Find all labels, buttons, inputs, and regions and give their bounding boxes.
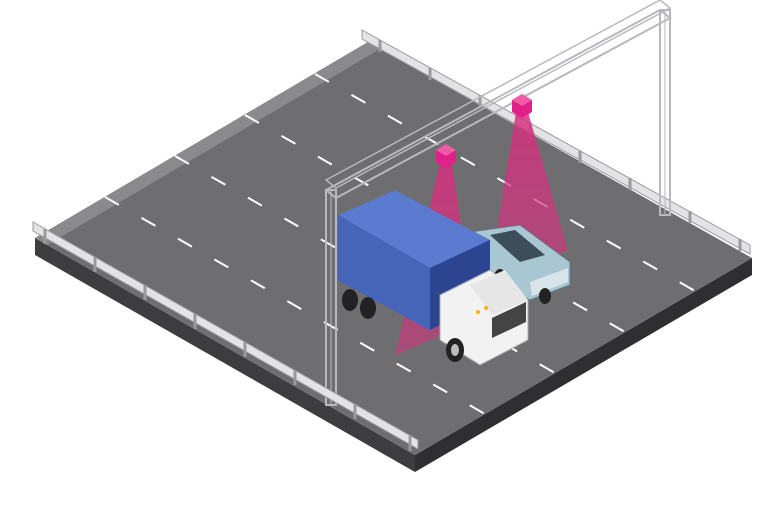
sensor-1 <box>436 144 456 168</box>
gantry <box>324 0 672 406</box>
truck <box>338 190 529 366</box>
sensor-2 <box>512 94 532 118</box>
guardrail-near <box>32 221 419 451</box>
